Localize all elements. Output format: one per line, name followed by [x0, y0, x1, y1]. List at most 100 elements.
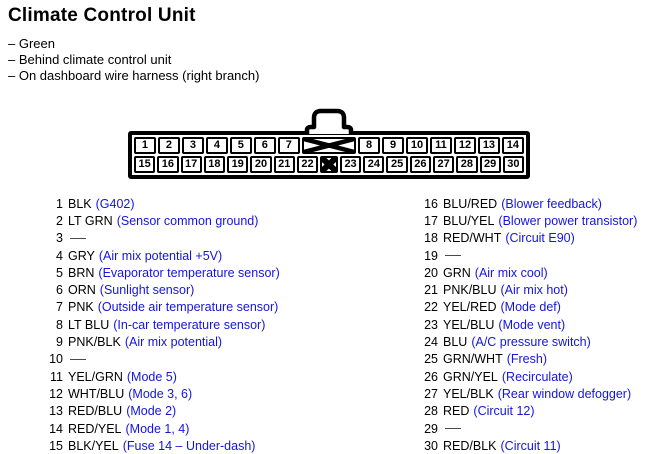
pin-row-2: 2 LT GRN(Sensor common ground): [45, 212, 280, 229]
pin-description: (Air mix potential): [124, 335, 223, 350]
pin-wire-color: PNK/BLK: [68, 335, 121, 350]
pin-description: (Mode 5): [126, 369, 177, 384]
pin-cell-29: 29: [479, 156, 501, 173]
no-connection-dash: [70, 358, 86, 360]
pin-cell-2: 2: [157, 137, 180, 154]
pin-description: (Circuit E90): [505, 231, 575, 246]
pin-number: 14: [49, 421, 63, 436]
note-line-location: – Behind climate control unit: [8, 52, 172, 67]
pin-description: (In-car temperature sensor): [113, 317, 266, 332]
pin-number: 5: [56, 265, 63, 280]
pin-number: 8: [56, 317, 63, 332]
pin-wire-color: PNK: [68, 300, 94, 315]
pin-cell-24: 24: [363, 156, 385, 173]
pin-row-3: 3: [45, 230, 280, 247]
pin-cell-22: 22: [296, 156, 319, 173]
x-mark-icon: [322, 158, 336, 171]
pin-description: (Circuit 11): [500, 438, 561, 453]
pin-description: (A/C pressure switch): [471, 335, 591, 350]
pin-number: 27: [424, 386, 438, 401]
pin-cell-12: 12: [453, 137, 476, 154]
pin-number: 17: [424, 213, 438, 228]
pin-number: 4: [56, 248, 63, 263]
pin-number: 26: [424, 369, 438, 384]
pin-description: (Recirculate): [501, 369, 573, 384]
pin-description: (Mode 3, 6): [128, 386, 193, 401]
pin-cell-27: 27: [433, 156, 455, 173]
no-connection-dash: [70, 237, 86, 239]
pin-cell-30: 30: [502, 156, 525, 173]
pin-row-8: 8 LT BLU(In-car temperature sensor): [45, 316, 280, 333]
pin-row-11: 11 YEL/GRN(Mode 5): [45, 368, 280, 385]
pin-row-27: 27 YEL/BLK(Rear window defogger): [420, 385, 637, 402]
pin-number: 12: [49, 386, 63, 401]
pin-description: (Fresh): [506, 352, 547, 367]
pin-cell-15: 15: [134, 156, 156, 173]
pin-cell-5: 5: [229, 137, 252, 154]
pin-cell-6: 6: [253, 137, 276, 154]
pin-description: (Evaporator temperature sensor): [98, 265, 280, 280]
pin-number: 1: [56, 196, 63, 211]
pin-description: (Rear window defogger): [497, 386, 632, 401]
pin-wire-color: RED/YEL: [68, 421, 122, 436]
pin-description: (Air mix potential +5V): [98, 248, 223, 263]
pin-wire-color: YEL/BLK: [443, 386, 494, 401]
pin-number: 21: [424, 283, 438, 298]
pin-number: 7: [56, 300, 63, 315]
pin-number: 16: [424, 196, 438, 211]
pin-cell-28: 28: [456, 156, 478, 173]
pin-wire-color: LT BLU: [68, 317, 110, 332]
pin-wire-color: BRN: [68, 265, 95, 280]
pin-cell-19: 19: [227, 156, 249, 173]
page-title: Climate Control Unit: [8, 5, 196, 26]
pin-number: 23: [424, 317, 438, 332]
pin-row-19: 19: [420, 247, 637, 264]
pin-cell-10: 10: [406, 137, 429, 154]
pin-row-29: 29: [420, 420, 637, 437]
pin-description: (Sensor common ground): [116, 213, 259, 228]
pin-wire-color: RED/BLU: [68, 404, 123, 419]
no-connection-dash: [445, 255, 461, 257]
pin-row-26: 26 GRN/YEL(Recirculate): [420, 368, 637, 385]
pin-number: 22: [424, 300, 438, 315]
pin-description: (G402): [95, 196, 135, 211]
no-connection-dash: [445, 428, 461, 429]
pin-cell-9: 9: [382, 137, 405, 154]
pin-cell-23: 23: [339, 156, 362, 173]
pin-wire-color: YEL/GRN: [68, 369, 123, 384]
pin-number: 15: [49, 438, 63, 453]
pin-number: 6: [56, 283, 63, 298]
pin-row-12: 12 WHT/BLU(Mode 3, 6): [45, 385, 280, 402]
pin-wire-color: RED/WHT: [443, 231, 502, 246]
pin-number: 11: [50, 369, 63, 384]
pin-cell-16: 16: [157, 156, 179, 173]
pin-description: (Circuit 12): [473, 404, 535, 419]
pin-number: 2: [56, 213, 63, 228]
connector-clip-icon: [304, 108, 354, 134]
pin-cell-4: 4: [205, 137, 228, 154]
pin-description: (Air mix cool): [474, 265, 548, 280]
pin-cell-1: 1: [134, 137, 156, 154]
pin-wire-color: BLK/YEL: [68, 438, 119, 453]
pin-wire-color: GRN/YEL: [443, 369, 498, 384]
pin-row-10: 10: [45, 351, 280, 368]
note-line-harness: – On dashboard wire harness (right branc…: [8, 68, 260, 83]
pin-wire-color: LT GRN: [68, 213, 113, 228]
pin-wire-color: WHT/BLU: [68, 386, 125, 401]
pin-cell-7: 7: [277, 137, 300, 154]
pin-number: 28: [424, 404, 438, 419]
